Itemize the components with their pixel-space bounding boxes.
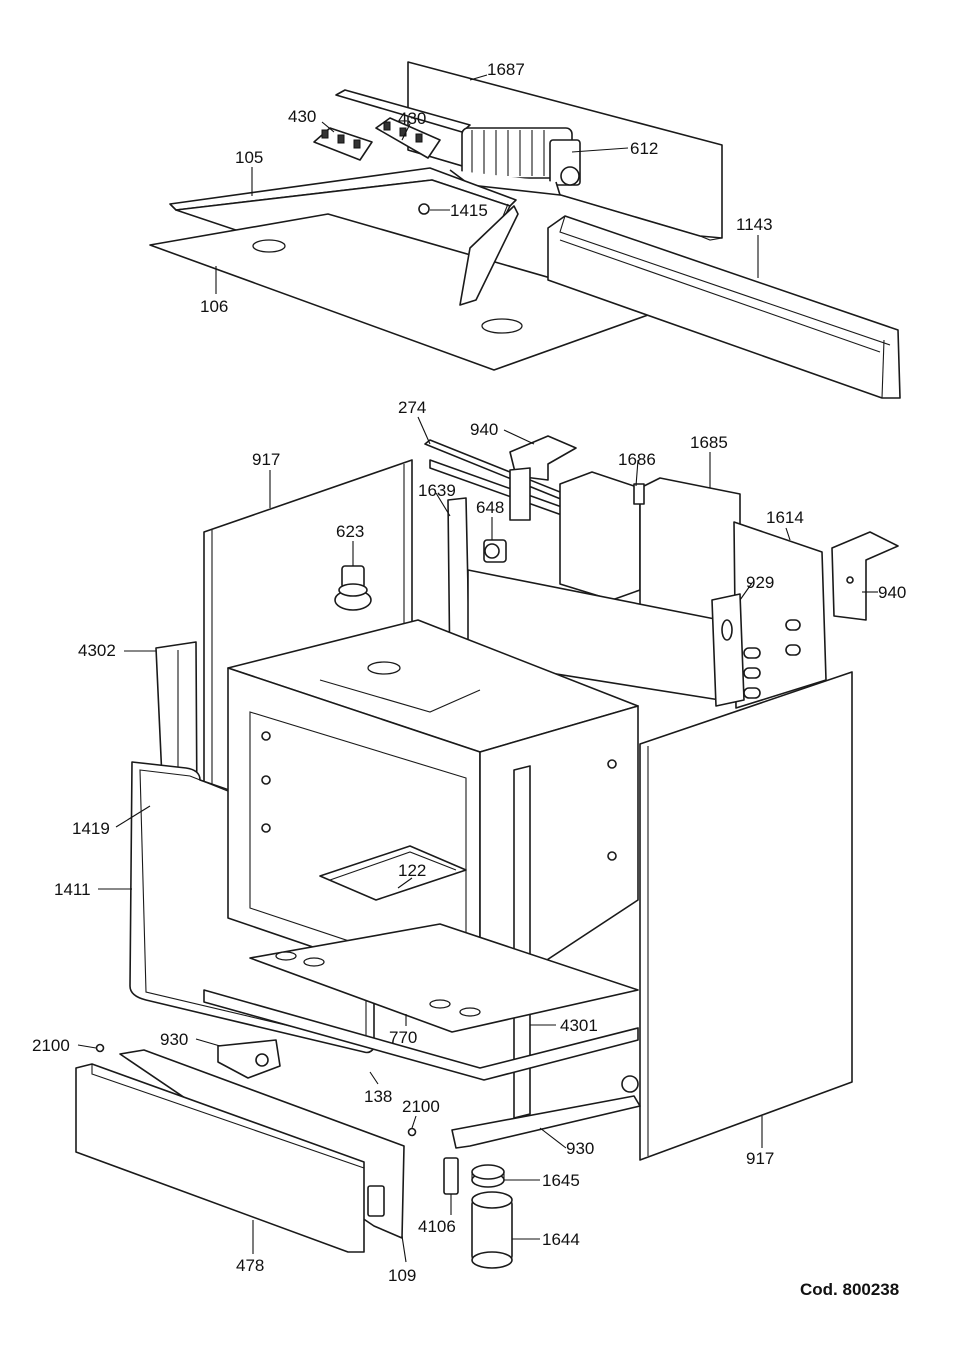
callout-1415: 1415 bbox=[450, 201, 488, 220]
callout-940-right: 940 bbox=[878, 583, 906, 602]
main-assembly bbox=[75, 435, 899, 1269]
callout-labels: 1687 430 430 105 612 1415 1143 106 274 9… bbox=[32, 60, 906, 1285]
callout-274: 274 bbox=[398, 398, 426, 417]
callout-930-right: 930 bbox=[566, 1139, 594, 1158]
part-bracket-right bbox=[831, 531, 899, 621]
callout-109: 109 bbox=[388, 1266, 416, 1285]
callout-1143: 1143 bbox=[736, 215, 773, 234]
callout-1687: 1687 bbox=[487, 60, 525, 79]
callout-1411: 1411 bbox=[54, 880, 91, 899]
callout-1685: 1685 bbox=[690, 433, 728, 452]
part-tangential-fan bbox=[449, 127, 581, 196]
callout-770: 770 bbox=[389, 1028, 417, 1047]
part-right-side-panel bbox=[639, 671, 853, 1161]
part-drawer-front bbox=[75, 1063, 365, 1253]
callout-478: 478 bbox=[236, 1256, 264, 1275]
top-assembly bbox=[149, 61, 901, 399]
callout-623: 623 bbox=[336, 522, 364, 541]
part-ring bbox=[471, 1164, 505, 1188]
part-roller bbox=[471, 1191, 513, 1269]
callout-940-left: 940 bbox=[470, 420, 498, 439]
callout-612: 612 bbox=[630, 139, 658, 158]
callout-105: 105 bbox=[235, 148, 263, 167]
part-oven-tray bbox=[319, 845, 467, 901]
part-hinge-left bbox=[217, 1039, 281, 1079]
drawing-code: Cod. 800238 bbox=[800, 1280, 900, 1299]
callout-430-left: 430 bbox=[288, 107, 316, 126]
part-washer-left bbox=[95, 1043, 105, 1053]
callout-1645: 1645 bbox=[542, 1171, 580, 1190]
callout-1639: 1639 bbox=[418, 481, 456, 500]
callout-648: 648 bbox=[476, 498, 504, 517]
callout-917-right: 917 bbox=[746, 1149, 774, 1168]
callout-917-left: 917 bbox=[252, 450, 280, 469]
callout-1614: 1614 bbox=[766, 508, 804, 527]
callout-106: 106 bbox=[200, 297, 228, 316]
part-right-back-panel bbox=[733, 521, 827, 709]
leaders bbox=[77, 74, 878, 1263]
callout-930-left: 930 bbox=[160, 1030, 188, 1049]
callout-122: 122 bbox=[398, 861, 426, 880]
callout-929: 929 bbox=[746, 573, 774, 592]
callout-1686: 1686 bbox=[618, 450, 656, 469]
part-rail bbox=[335, 89, 471, 133]
callout-1419: 1419 bbox=[72, 819, 110, 838]
part-oven-lamp bbox=[334, 565, 372, 611]
callout-2100-left: 2100 bbox=[32, 1036, 70, 1055]
part-control-strip bbox=[547, 215, 901, 399]
part-clip bbox=[443, 1157, 459, 1195]
callout-4106: 4106 bbox=[418, 1217, 456, 1236]
callout-2100-right: 2100 bbox=[402, 1097, 440, 1116]
part-bottom-floor bbox=[249, 923, 639, 1033]
part-thermostat bbox=[483, 539, 507, 563]
part-washer-right bbox=[407, 1127, 417, 1137]
callout-4301: 4301 bbox=[560, 1016, 598, 1035]
part-side-bracket bbox=[711, 593, 745, 707]
callout-1644: 1644 bbox=[542, 1230, 580, 1249]
callout-4302: 4302 bbox=[78, 641, 116, 660]
callout-430-right: 430 bbox=[398, 109, 426, 128]
part-base-frame bbox=[203, 989, 639, 1081]
part-hinge-right bbox=[451, 1075, 641, 1149]
callout-138: 138 bbox=[364, 1087, 392, 1106]
part-switch-block bbox=[313, 117, 441, 161]
